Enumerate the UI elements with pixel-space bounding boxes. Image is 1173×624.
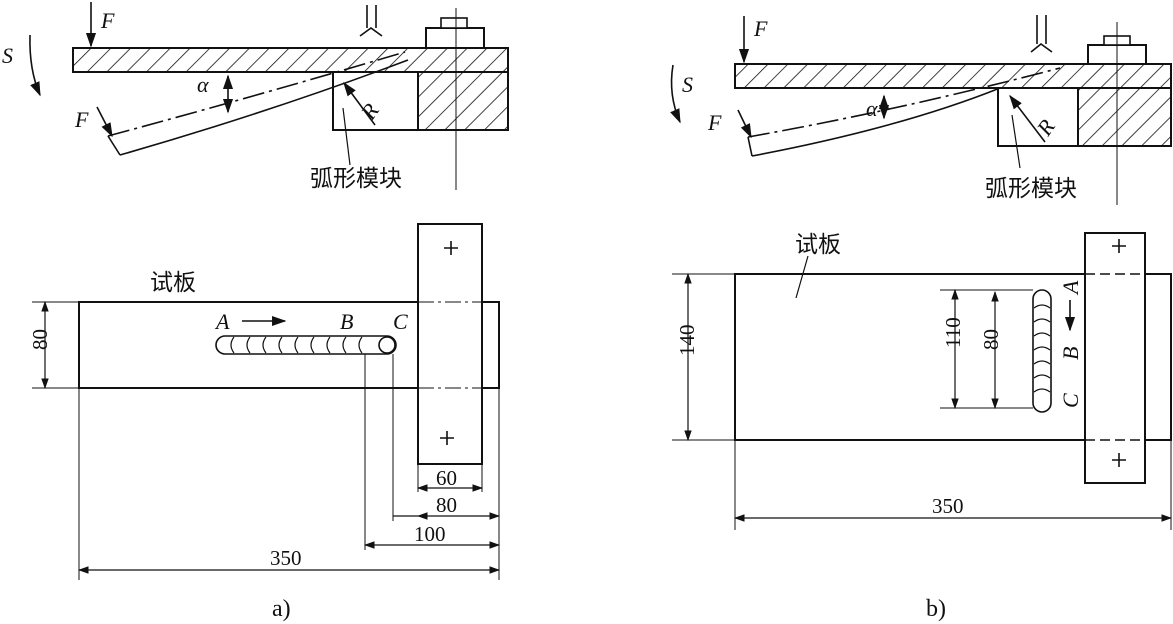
panel-a-plus-bottom: [440, 431, 454, 445]
panel-b-bent-plate-end: [747, 136, 753, 157]
panel-b-clamp-block: [1077, 87, 1172, 147]
panel-b-arc-block-leader: [1011, 114, 1021, 169]
panel-a-radius-arrow: [343, 81, 376, 126]
panel-a-bent-plate-end: [107, 135, 121, 156]
panel-b-force-top-label: F: [753, 16, 768, 41]
panel-a-force-top-label: F: [100, 8, 115, 33]
panel-b-arc-block-label: 弧形模块: [985, 176, 1077, 202]
panel-b-weld-bead: [1032, 289, 1052, 413]
panel-a-clamp-plan: [417, 223, 483, 465]
panel-a-weld-bead: [215, 335, 397, 355]
panel-b-plate-side: [734, 63, 1172, 89]
panel-b-dim-length-label: 350: [932, 494, 964, 518]
panel-a-point-a-label: A: [214, 309, 230, 334]
panel-a-bent-plate-top: [107, 51, 406, 137]
panel-a-arc-block-leader: [342, 107, 351, 166]
panel-b-point-c-label: C: [1058, 393, 1083, 408]
panel-a-bolt-nut: [440, 17, 468, 29]
panel-a-dim-100-label: 100: [414, 522, 446, 546]
panel-b-bent-plate-bottom: [751, 87, 1001, 157]
panel-b-test-plate-leader: [795, 255, 809, 299]
panel-a-weld-end: [378, 336, 396, 354]
panel-b-dim-110-label: 110: [941, 317, 965, 348]
panel-a-fixture-side-view: [29, 2, 509, 190]
panel-a-rotation-label: S: [2, 43, 13, 68]
panel-a-bolt-head: [425, 27, 485, 49]
panel-a-clamp-block: [417, 71, 509, 131]
panel-b-clamp-plan: [1084, 232, 1146, 484]
panel-a-plus-top: [444, 241, 458, 255]
panel-b-dim-width-label: 140: [675, 325, 699, 357]
panel-a-force-bottom-label: F: [74, 107, 89, 132]
panel-b-rotation-label: S: [682, 72, 693, 97]
panel-a-angle-label: α: [197, 72, 209, 97]
panel-b: [670, 15, 1173, 530]
panel-b-angle-label: α: [866, 96, 878, 121]
panel-b-plus-bottom: [1112, 453, 1126, 467]
panel-a: [29, 2, 509, 580]
panel-b-radius-arrow: [1009, 94, 1046, 143]
panel-a-test-plate: [78, 301, 500, 389]
panel-a-plan-view: [32, 223, 501, 580]
panel-a-point-b-label: B: [340, 309, 353, 334]
panel-b-point-a-label: A: [1058, 280, 1083, 296]
panel-b-fixture-side-view: [670, 15, 1172, 205]
panel-b-point-b-label: B: [1058, 347, 1083, 360]
panel-a-test-plate-label: 试板: [150, 270, 196, 296]
panel-a-dim-60-label: 60: [436, 466, 457, 490]
panel-a-dim-length-label: 350: [270, 546, 302, 570]
panel-a-force-bottom-arrow: [96, 106, 113, 138]
panel-b-dim-80-label: 80: [979, 329, 1003, 350]
panel-b-plan-view: [672, 232, 1173, 530]
panel-a-bent-plate-bottom: [119, 59, 409, 156]
panel-b-test-plate-label: 试板: [795, 232, 841, 258]
panel-b-force-bottom-arrow: [737, 109, 752, 139]
panel-b-force-bottom-label: F: [707, 110, 722, 135]
panel-a-dim-80-label: 80: [436, 493, 457, 517]
panel-a-weld-ripples: [230, 336, 363, 354]
panel-a-arc-block-label: 弧形模块: [310, 166, 402, 192]
panel-a-rotation-arrow: [29, 34, 41, 97]
panel-b-caption: b): [926, 596, 946, 622]
panel-a-torch-icon: [359, 5, 383, 37]
panel-b-test-plate: [734, 273, 1172, 441]
panel-b-weld-ripples: [1033, 304, 1051, 393]
panel-a-point-c-label: C: [393, 309, 408, 334]
panel-a-plate-side: [72, 47, 509, 73]
panel-b-bent-plate-top: [747, 67, 1061, 138]
panel-b-plus-top: [1112, 239, 1126, 253]
panel-a-dim-width-label: 80: [28, 329, 52, 350]
panel-a-caption: a): [272, 596, 291, 622]
panel-b-rotation-arrow: [670, 64, 681, 124]
panel-b-torch-icon: [1030, 15, 1053, 53]
